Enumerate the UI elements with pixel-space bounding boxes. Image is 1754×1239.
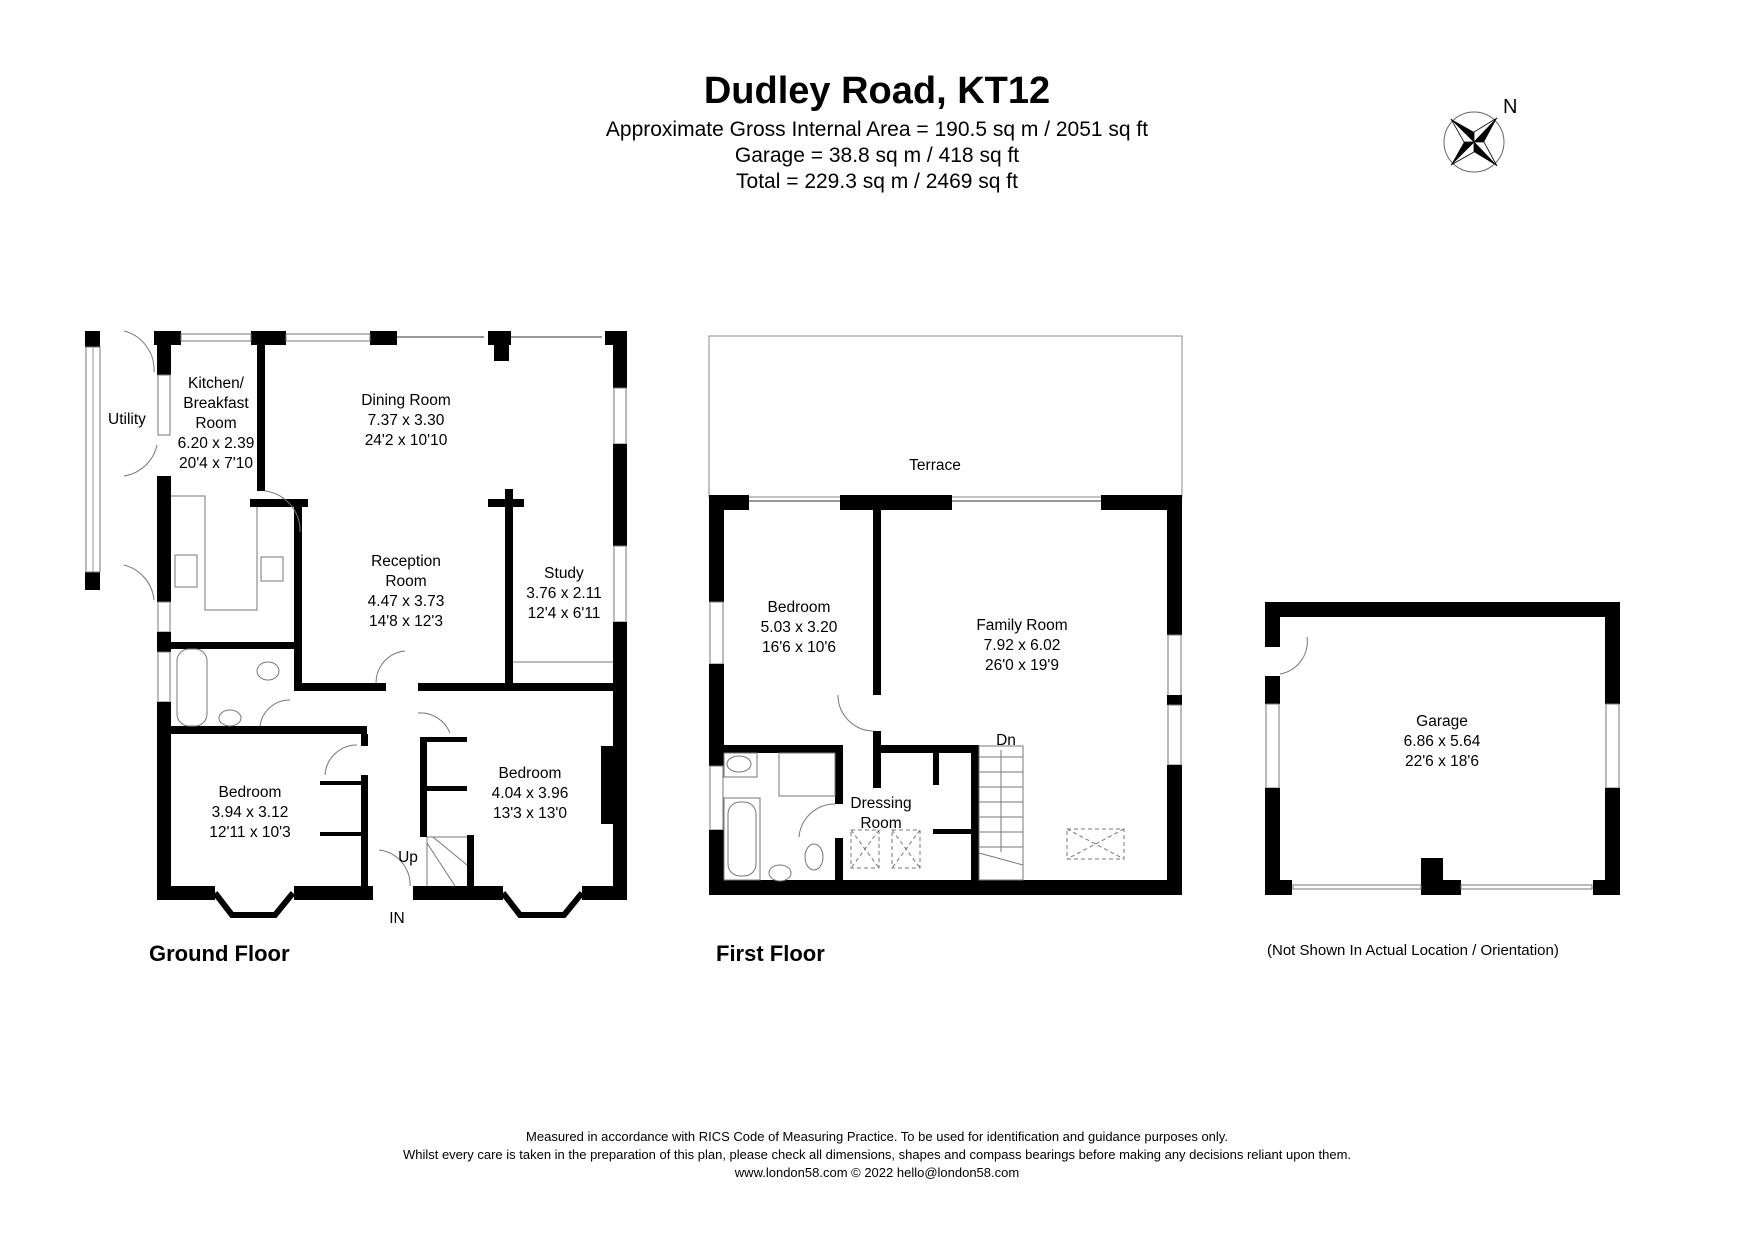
room-dining-metric: 7.37 x 3.30 xyxy=(368,412,445,429)
gross-internal-area: Approximate Gross Internal Area = 190.5 … xyxy=(605,118,1149,141)
room-kitchen-name-1: Kitchen/ xyxy=(188,375,245,392)
first-floor-plan xyxy=(708,335,1183,895)
room-bedroom-right-imperial: 13'3 x 13'0 xyxy=(493,805,567,822)
footer-disclaimer-2: Whilst every care is taken in the prepar… xyxy=(402,1147,1352,1162)
compass-rose-icon xyxy=(1443,111,1505,173)
stairs-down-label: Dn xyxy=(996,732,1016,749)
footer-disclaimer-1: Measured in accordance with RICS Code of… xyxy=(526,1129,1228,1144)
footer-contact: www.london58.com © 2022 hello@london58.c… xyxy=(734,1165,1020,1180)
room-reception-imperial: 14'8 x 12'3 xyxy=(369,613,443,630)
entrance-label: IN xyxy=(389,910,405,927)
room-study-name: Study xyxy=(544,565,584,582)
garage-plan xyxy=(1265,602,1620,895)
room-dining-imperial: 24'2 x 10'10 xyxy=(365,432,448,449)
ground-floor-label: Ground Floor xyxy=(149,941,290,966)
garage-orientation-note: (Not Shown In Actual Location / Orientat… xyxy=(1267,942,1559,959)
room-kitchen-name-2: Breakfast xyxy=(183,395,249,412)
first-floor-label: First Floor xyxy=(716,941,825,966)
room-garage-name: Garage xyxy=(1416,713,1468,730)
room-study-metric: 3.76 x 2.11 xyxy=(526,585,602,602)
room-bedroom-left-name: Bedroom xyxy=(219,784,282,801)
room-reception-name-2: Room xyxy=(385,573,426,590)
room-garage-imperial: 22'6 x 18'6 xyxy=(1405,753,1479,770)
first-floor-labels: Terrace Bedroom 5.03 x 3.20 16'6 x 10'6 … xyxy=(761,457,1068,832)
room-family-name: Family Room xyxy=(976,617,1067,634)
room-kitchen-metric: 6.20 x 2.39 xyxy=(178,435,255,452)
room-garage-metric: 6.86 x 5.64 xyxy=(1404,733,1481,750)
room-ff-bedroom-imperial: 16'6 x 10'6 xyxy=(762,639,836,656)
room-dining-name: Dining Room xyxy=(361,392,451,409)
ground-floor-labels: Utility Kitchen/ Breakfast Room 6.20 x 2… xyxy=(108,375,602,927)
room-bedroom-left-metric: 3.94 x 3.12 xyxy=(212,804,289,821)
page-title: Dudley Road, KT12 xyxy=(703,70,1051,112)
stairs-up-label: Up xyxy=(398,849,418,866)
room-ff-bedroom-name: Bedroom xyxy=(768,599,831,616)
compass-north-label: N xyxy=(1503,96,1518,118)
room-bedroom-left-imperial: 12'11 x 10'3 xyxy=(209,824,290,841)
room-family-imperial: 26'0 x 19'9 xyxy=(985,657,1059,674)
garage-area: Garage = 38.8 sq m / 418 sq ft xyxy=(734,144,1020,167)
room-bedroom-right-name: Bedroom xyxy=(499,765,562,782)
garage-labels: Garage 6.86 x 5.64 22'6 x 18'6 xyxy=(1404,713,1481,770)
room-ff-bedroom-metric: 5.03 x 3.20 xyxy=(761,619,838,636)
room-terrace-name: Terrace xyxy=(909,457,961,474)
room-kitchen-imperial: 20'4 x 7'10 xyxy=(179,455,253,472)
room-utility-name: Utility xyxy=(108,411,146,428)
ground-floor-plan xyxy=(85,330,627,918)
room-reception-metric: 4.47 x 3.73 xyxy=(368,593,445,610)
total-area: Total = 229.3 sq m / 2469 sq ft xyxy=(736,170,1018,193)
room-dressing-name-1: Dressing xyxy=(850,795,911,812)
room-kitchen-name-3: Room xyxy=(195,415,236,432)
room-family-metric: 7.92 x 6.02 xyxy=(984,637,1061,654)
room-dressing-name-2: Room xyxy=(860,815,901,832)
room-bedroom-right-metric: 4.04 x 3.96 xyxy=(492,785,569,802)
room-reception-name-1: Reception xyxy=(371,553,441,570)
room-study-imperial: 12'4 x 6'11 xyxy=(528,605,601,622)
compass: N xyxy=(1440,96,1520,178)
